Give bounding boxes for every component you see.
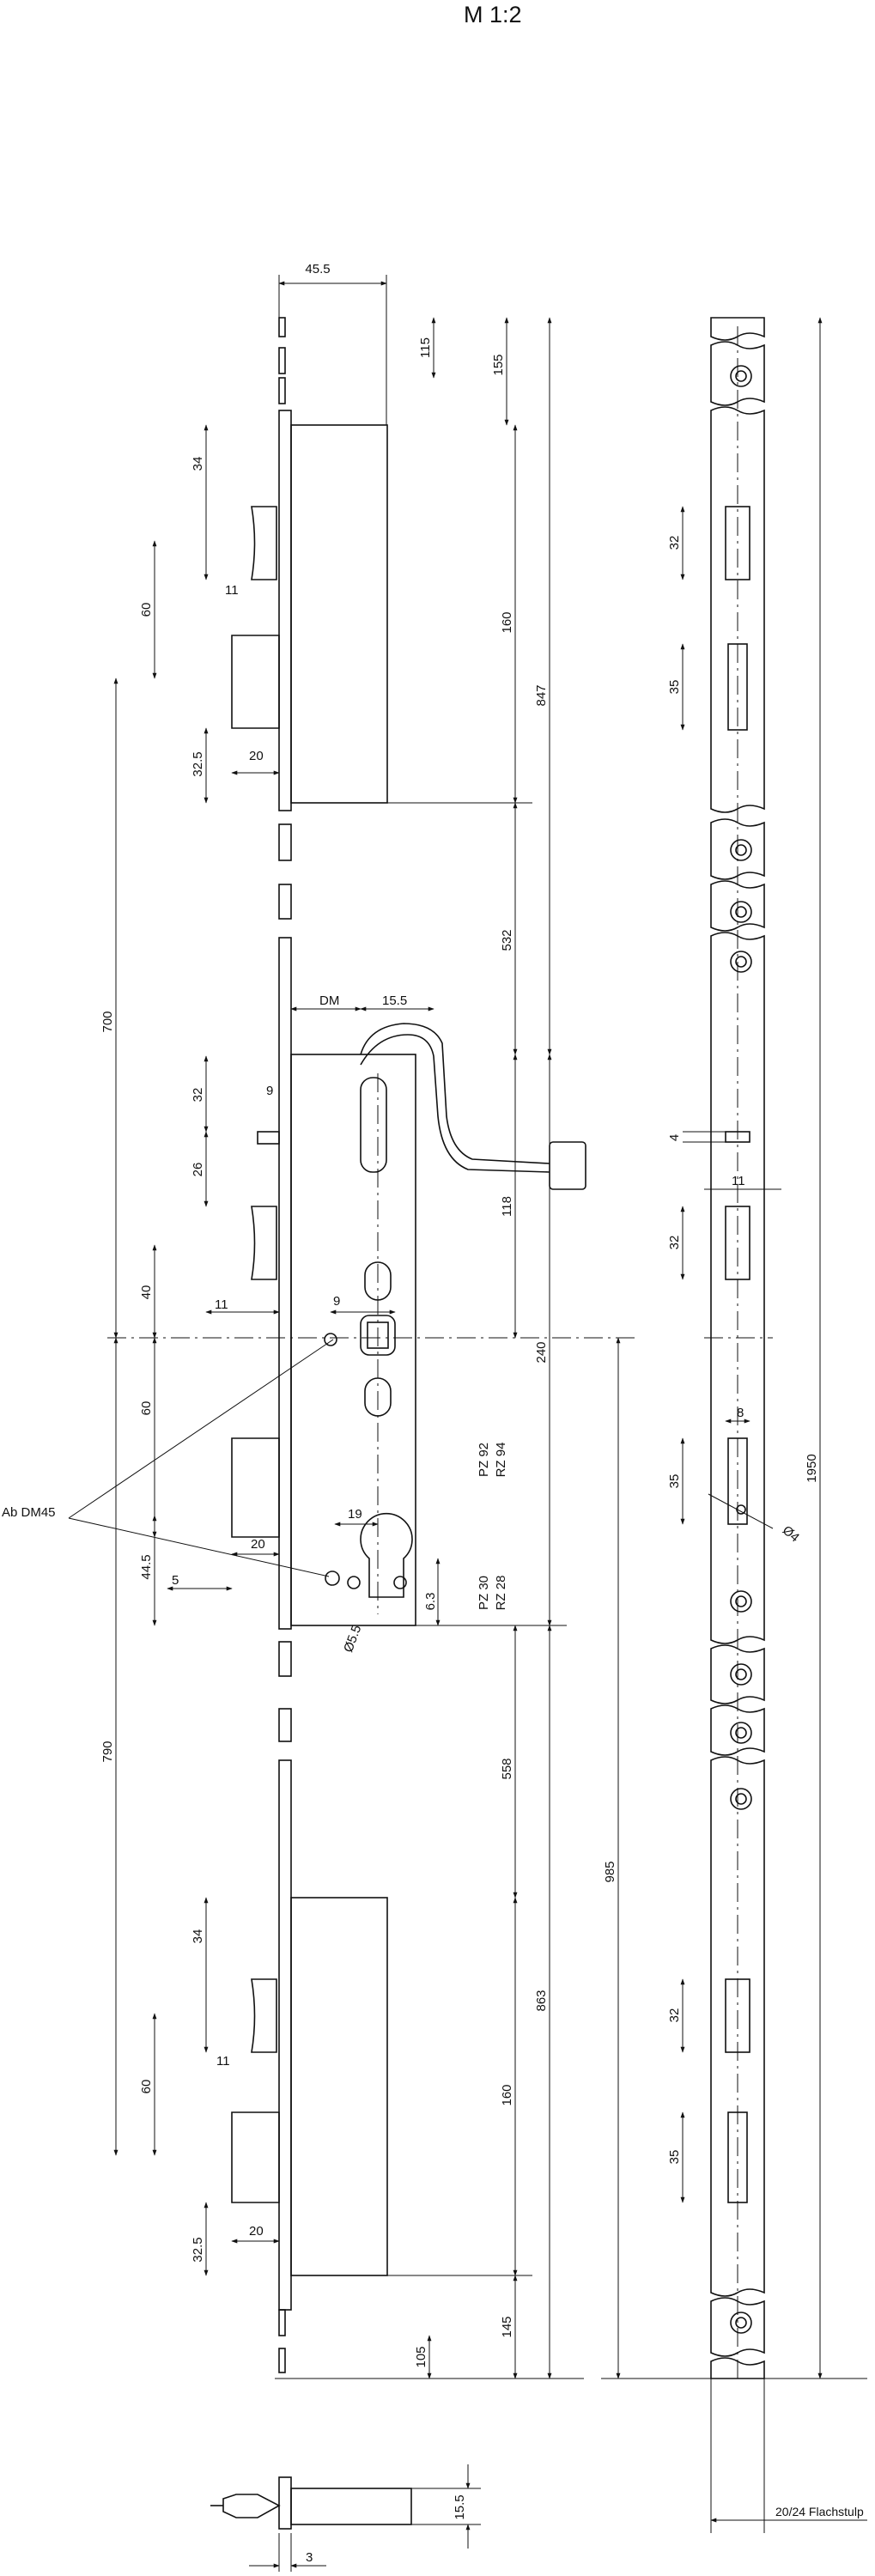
dim-9-a: 9 — [266, 1084, 273, 1098]
scale-label: M 1:2 — [464, 2, 522, 27]
cylinder-cutout — [360, 1512, 413, 1598]
dim-558: 558 — [500, 1758, 514, 1779]
dim-19: 19 — [348, 1507, 362, 1522]
dim-160-lower: 160 — [500, 2084, 514, 2105]
right-view: 32 35 4 11 32 8 35 Ø4 1950 985 32 35 20/… — [601, 317, 867, 2533]
dim-700: 700 — [100, 1011, 115, 1032]
label-pz92: PZ 92 — [477, 1443, 491, 1477]
dim-985: 985 — [603, 1861, 617, 1882]
label-faceplate: 20/24 Flachstulp — [775, 2505, 864, 2518]
dim-60-lower: 60 — [139, 2080, 154, 2094]
bottom-view: 15.5 3 — [210, 2464, 481, 2572]
left-view: 45.5 115 155 847 160 34 60 11 32.5 20 70… — [2, 262, 635, 2379]
dim-35-b: 35 — [667, 1474, 682, 1489]
handle-end — [549, 1141, 586, 1190]
dim-1950: 1950 — [805, 1454, 819, 1482]
dim-145: 145 — [500, 2316, 514, 2337]
lower-bolt-case — [290, 1897, 388, 2276]
lower-hook-bolt — [231, 1978, 280, 2203]
dim-60-upper: 60 — [139, 603, 154, 617]
dim-11-upper: 11 — [225, 583, 239, 598]
dim-20-center: 20 — [251, 1537, 265, 1552]
dim-32-center: 32 — [191, 1088, 205, 1103]
dim-160-upper: 160 — [500, 611, 514, 633]
dim-863: 863 — [534, 1990, 549, 2011]
dim-44-5: 44.5 — [139, 1554, 154, 1579]
dim-4: 4 — [667, 1134, 682, 1141]
dim-26: 26 — [191, 1163, 205, 1177]
dim-dm: DM — [319, 993, 339, 1008]
label-rz94: RZ 94 — [494, 1443, 508, 1478]
dim-118: 118 — [500, 1196, 514, 1217]
dim-11-right: 11 — [732, 1174, 745, 1188]
dim-790: 790 — [100, 1741, 115, 1762]
dim-9-b: 9 — [333, 1294, 340, 1309]
dim-60-center: 60 — [139, 1401, 154, 1416]
dim-5: 5 — [172, 1573, 179, 1588]
dim-8: 8 — [737, 1406, 744, 1420]
dim-3: 3 — [306, 2550, 313, 2565]
callout-ab-dm45: Ab DM45 — [2, 1505, 56, 1520]
dim-847: 847 — [534, 684, 549, 706]
label-pz30: PZ 30 — [477, 1576, 491, 1610]
dim-532: 532 — [500, 929, 514, 951]
dim-6-3: 6.3 — [423, 1593, 438, 1611]
dim-155: 155 — [491, 354, 506, 375]
dim-40: 40 — [139, 1285, 154, 1300]
dim-20-upper: 20 — [249, 749, 264, 763]
dim-11-lower: 11 — [216, 2054, 230, 2069]
dim-32-5-upper: 32.5 — [191, 751, 205, 776]
hole-5-5 — [325, 1571, 340, 1586]
dim-35-a: 35 — [667, 680, 682, 695]
lock-case — [290, 1054, 416, 1626]
dim-240: 240 — [534, 1341, 549, 1363]
dim-32-5-lower: 32.5 — [191, 2237, 205, 2262]
dim-32-a: 32 — [667, 536, 682, 550]
dim-15-5-bottom: 15.5 — [453, 2494, 467, 2519]
dim-35-c: 35 — [667, 2150, 682, 2165]
dim-115: 115 — [418, 337, 433, 358]
bolt-openings — [725, 506, 750, 2203]
handle-arm — [360, 1023, 550, 1164]
upper-bolt-case — [290, 424, 388, 804]
dim-phi-4: Ø4 — [780, 1523, 802, 1546]
faceplate-left — [278, 317, 292, 2373]
screw-holes — [730, 365, 752, 2334]
square-follower — [360, 1315, 396, 1356]
dim-20-lower: 20 — [249, 2224, 264, 2239]
dim-105: 105 — [414, 2346, 428, 2367]
dim-15-5: 15.5 — [382, 993, 407, 1008]
follower-slot — [360, 1077, 387, 1173]
dim-32-b: 32 — [667, 1236, 682, 1250]
dim-34-upper: 34 — [191, 457, 205, 471]
dim-11-center: 11 — [215, 1297, 228, 1312]
dim-32-c: 32 — [667, 2008, 682, 2023]
dim-34-lower: 34 — [191, 1929, 205, 1944]
dim-45-5: 45.5 — [305, 262, 330, 276]
label-rz28: RZ 28 — [494, 1576, 508, 1611]
upper-hook-bolt — [231, 506, 280, 729]
dim-phi-5-5: Ø5.5 — [341, 1623, 364, 1654]
faceplate-right — [710, 317, 765, 2379]
